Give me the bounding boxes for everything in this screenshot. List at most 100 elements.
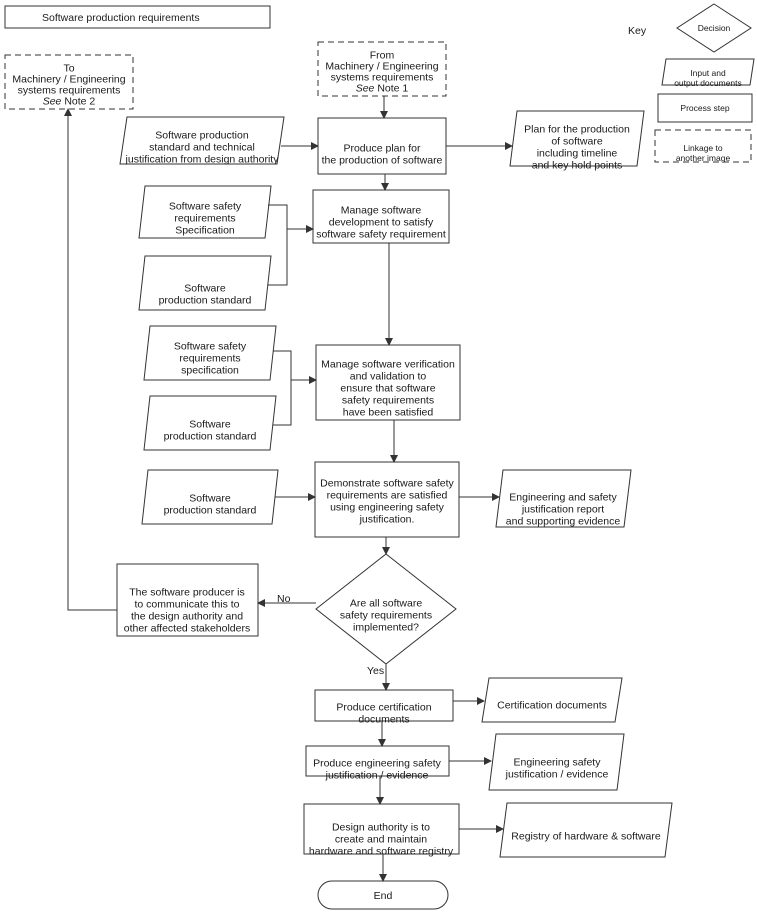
text-line: to communicate this to (134, 598, 239, 610)
text-line: Plan for the production (524, 123, 630, 135)
text-line: Software production (155, 129, 249, 141)
text-line: and key hold points (532, 159, 622, 171)
text-line: production standard (164, 430, 257, 442)
text-line: documents (358, 713, 409, 725)
text-line: Software (189, 492, 231, 504)
legend-heading: Key (628, 25, 647, 37)
text-line: standard and technical (149, 141, 255, 153)
output-doc-label: Certification documents (497, 699, 607, 711)
text-line: specification (181, 364, 239, 376)
text-line: Software (189, 418, 231, 430)
text-line: requirements (179, 352, 240, 364)
text-line: Software (184, 282, 226, 294)
text-line: justification. (359, 513, 415, 525)
text-line: and validation to (350, 370, 427, 382)
bracket-verification-inputs (273, 350, 292, 426)
text-line: software safety requirement (316, 228, 446, 240)
text-line: of software (551, 135, 603, 147)
text-line: justification from design authority (125, 153, 280, 165)
text-line: the design authority and (131, 610, 243, 622)
text-line: development to satisfy (329, 216, 434, 228)
text-line: Software safety (174, 340, 247, 352)
connectors (64, 96, 513, 882)
text-line: and supporting evidence (506, 515, 621, 527)
diagram-title: Software production requirements (42, 12, 200, 24)
text-line: using engineering safety (330, 501, 445, 513)
text-line: implemented? (353, 621, 419, 633)
text-line: Machinery / Engineering (12, 73, 125, 85)
output-doc-label: Registry of hardware & software (511, 830, 661, 842)
text-line: hardware and software registry (309, 845, 454, 857)
text-line: justification / evidence (505, 768, 609, 780)
text-line: Specification (175, 224, 235, 236)
legend-process-label: Process step (680, 103, 729, 113)
text-line: other affected stakeholders (124, 622, 250, 634)
text-line: create and maintain (335, 833, 427, 845)
diagram-title-box: Software production requirements (4, 5, 271, 29)
text-line: production standard (164, 504, 257, 516)
text-line: Manage software (341, 204, 422, 216)
text-line: justification report (521, 503, 604, 515)
text-line: Registry of hardware & software (511, 830, 661, 842)
text-line: To (63, 62, 74, 74)
text-line: See Note 1 (356, 82, 409, 94)
output-doc-certification: Certification documents (481, 677, 623, 723)
output-doc-registry: Registry of hardware & software (499, 802, 673, 858)
text-line: Produce certification (336, 701, 431, 713)
text-line: Design authority is to (332, 821, 430, 833)
text-line: Engineering safety (514, 756, 602, 768)
text-line: safety requirements (340, 609, 432, 621)
text-line: requirements (174, 212, 235, 224)
text-line: Certification documents (497, 699, 607, 711)
text-line: requirements are satisfied (327, 489, 448, 501)
text-line: Machinery / Engineering (325, 60, 438, 72)
text-line: another image (676, 153, 731, 163)
text-line: See Note 2 (43, 95, 96, 107)
text-line: systems requirements (331, 71, 434, 83)
text-line: Linkage to (683, 143, 722, 153)
terminator-end: End (317, 880, 449, 910)
text-line: the production of software (322, 154, 443, 166)
text-line: have been satisfied (343, 406, 434, 418)
text-line: Produce plan for (343, 142, 421, 154)
text-line: production standard (159, 294, 252, 306)
legend-process-step: Process step (657, 93, 753, 123)
